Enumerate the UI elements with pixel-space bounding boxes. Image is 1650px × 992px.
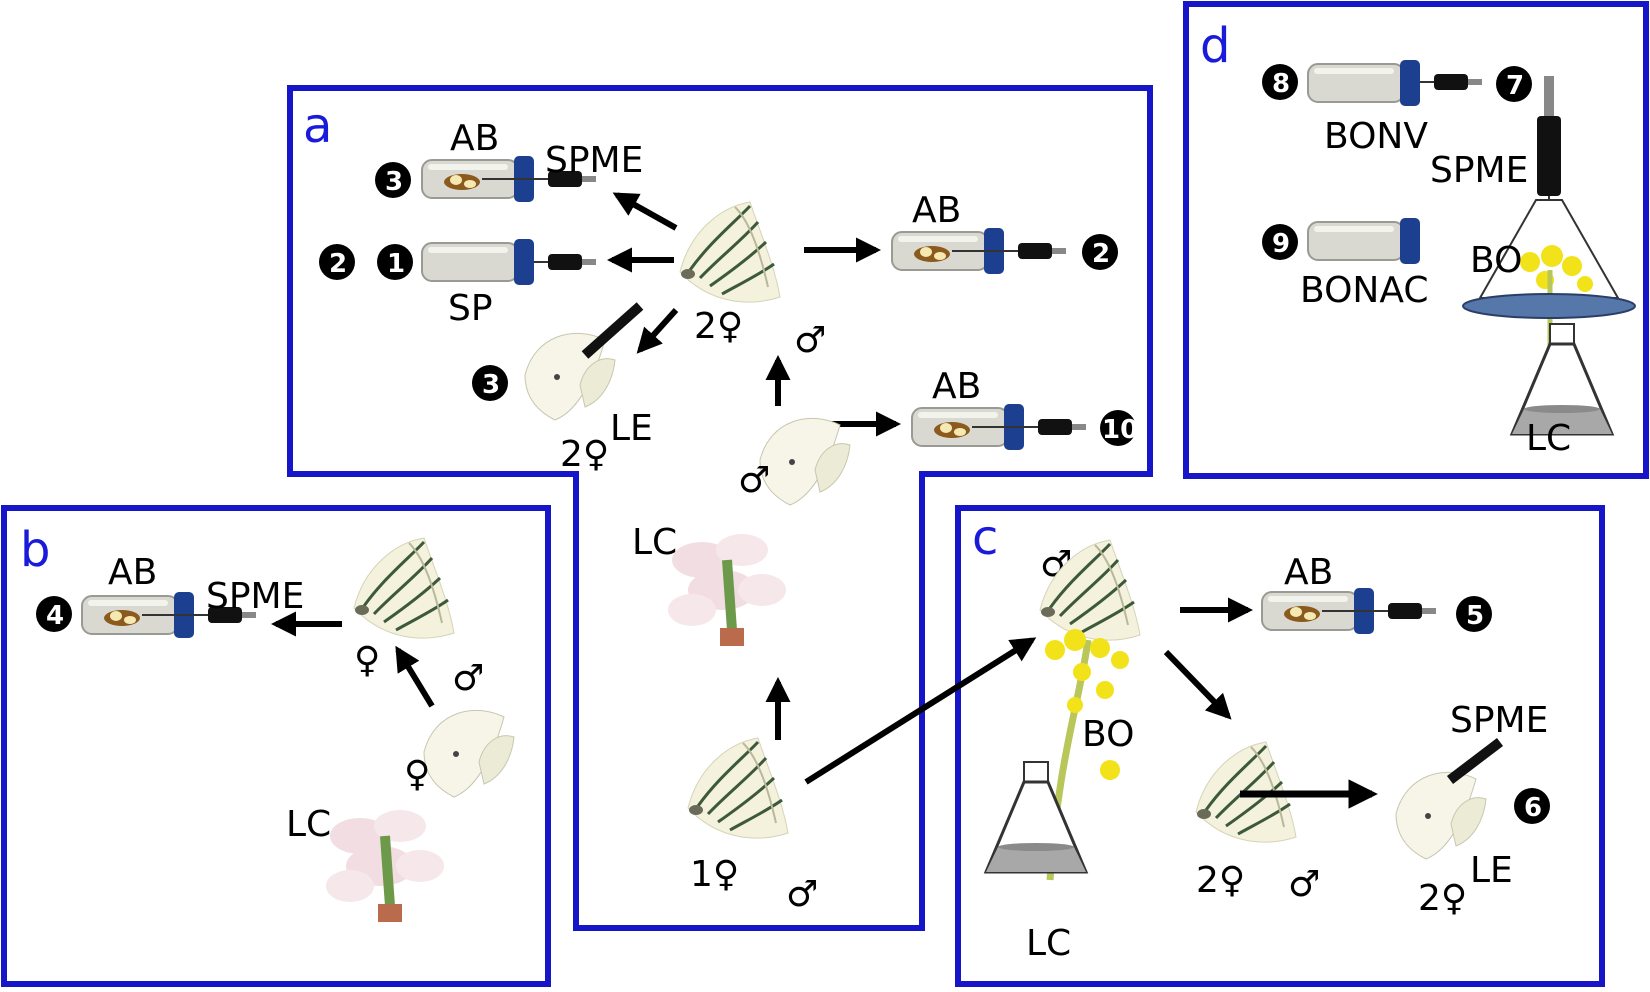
- panel-c-frame: [955, 505, 1605, 987]
- sample-number-2a: 2: [329, 249, 347, 279]
- panel-a-frame: [287, 85, 1153, 931]
- sample-number-2b: 2: [1092, 239, 1110, 269]
- vial-ab-2: [891, 227, 1005, 275]
- arrow-to-le: [636, 307, 679, 354]
- label-ab-3: AB: [450, 118, 499, 159]
- panel-d-letter: d: [1200, 18, 1230, 74]
- sample-number-7: 7: [1506, 71, 1524, 101]
- label-ab-5: AB: [1284, 552, 1333, 593]
- label-female-b2: ♀: [404, 754, 430, 795]
- vial-ab-3: [421, 155, 535, 203]
- label-spme-3: SPME: [545, 140, 643, 181]
- sample-number-10: 10: [1102, 415, 1138, 445]
- label-male-a: ♂: [794, 320, 826, 361]
- sample-number-1: 1: [387, 249, 405, 279]
- butterfly-pair-1f: [686, 736, 790, 840]
- butterfly-le-c: [1395, 771, 1487, 860]
- label-lc-d: LC: [1526, 418, 1571, 459]
- arrow-up-b-panel: [395, 645, 435, 708]
- label-male-center: ♂: [738, 460, 770, 501]
- label-2f-c: 2♀: [1196, 860, 1245, 901]
- panel-a: 3 AB SPME 2 1 SP 2♀ ♂ 3: [319, 118, 1138, 915]
- panel-c-letter: c: [972, 510, 998, 566]
- sample-number-5: 5: [1466, 601, 1484, 631]
- vial-sp: [421, 238, 535, 286]
- sample-number-6: 6: [1524, 793, 1542, 823]
- spme-le-c: [1446, 738, 1504, 784]
- panel-a-letter: a: [303, 98, 332, 154]
- sample-number-3b: 3: [482, 370, 500, 400]
- arrow-to-panel-c: [804, 637, 1037, 785]
- spme-fiber-8: [1419, 73, 1483, 91]
- vial-bonac: [1307, 217, 1421, 265]
- spme-fiber-2: [1003, 242, 1067, 260]
- panel-c: ♂ BO LC AB 5 2♀ ♂ SP: [984, 538, 1550, 964]
- spme-le-a: [581, 302, 644, 359]
- sample-number-3a: 3: [385, 167, 403, 197]
- vial-bonv: [1307, 59, 1421, 107]
- butterfly-pair-b: [352, 536, 456, 640]
- label-lc-b: LC: [286, 804, 331, 845]
- arrow-to-spme-3: [612, 192, 678, 231]
- label-ab-4: AB: [108, 552, 157, 593]
- vial-ab-4: [81, 591, 195, 639]
- sample-number-8: 8: [1272, 69, 1290, 99]
- label-2f-le-c: 2♀: [1418, 878, 1467, 919]
- panel-b: 4 AB SPME ♀ ♂ ♀ LC: [36, 536, 515, 922]
- label-le-c: LE: [1470, 850, 1513, 891]
- spme-fiber-10: [1023, 418, 1087, 436]
- label-bonv: BONV: [1324, 116, 1428, 157]
- butterfly-female-b: [423, 709, 515, 798]
- label-le-a: LE: [610, 408, 653, 449]
- label-bo-c: BO: [1082, 714, 1134, 755]
- label-2f-le: 2♀: [560, 434, 609, 475]
- label-lc-c: LC: [1026, 923, 1071, 964]
- label-ab-2: AB: [912, 190, 961, 231]
- sample-number-9: 9: [1272, 229, 1290, 259]
- spme-fiber-5: [1373, 602, 1437, 620]
- vial-ab-5: [1261, 587, 1375, 635]
- panel-d-frame: [1183, 1, 1649, 479]
- butterfly-male-center: [759, 417, 851, 506]
- label-female-b1: ♀: [354, 640, 380, 681]
- rape-flowers: [1045, 629, 1129, 780]
- vial-ab-10: [911, 403, 1025, 451]
- label-male-b: ♂: [452, 658, 484, 699]
- label-bo-d: BO: [1470, 240, 1522, 281]
- dish-d: [1462, 293, 1636, 319]
- arrow-down-c: [1163, 649, 1232, 720]
- label-sp: SP: [448, 288, 493, 329]
- label-ab-10: AB: [932, 366, 981, 407]
- sample-number-4: 4: [46, 601, 64, 631]
- label-spme-4: SPME: [206, 576, 304, 617]
- butterfly-pair-2f: [678, 200, 782, 304]
- label-bonac: BONAC: [1300, 270, 1428, 311]
- flask-lc-c: [984, 760, 1088, 874]
- flowers-lc-center: [668, 534, 786, 646]
- label-spme-d: SPME: [1430, 150, 1528, 191]
- spme-fiber-sp: [533, 253, 597, 271]
- label-1f: 1♀: [690, 854, 739, 895]
- flowers-lc-b: [326, 810, 444, 922]
- label-lc-center: LC: [632, 522, 677, 563]
- label-spme-6: SPME: [1450, 700, 1548, 741]
- label-male-bottom: ♂: [786, 874, 818, 915]
- label-male-c2: ♂: [1288, 864, 1320, 905]
- panel-b-letter: b: [20, 522, 50, 578]
- label-2f-a: 2♀: [694, 306, 743, 347]
- panel-b-frame: [1, 505, 551, 987]
- panel-d: 8 7 BONV SPME 9 BONAC: [1262, 59, 1636, 459]
